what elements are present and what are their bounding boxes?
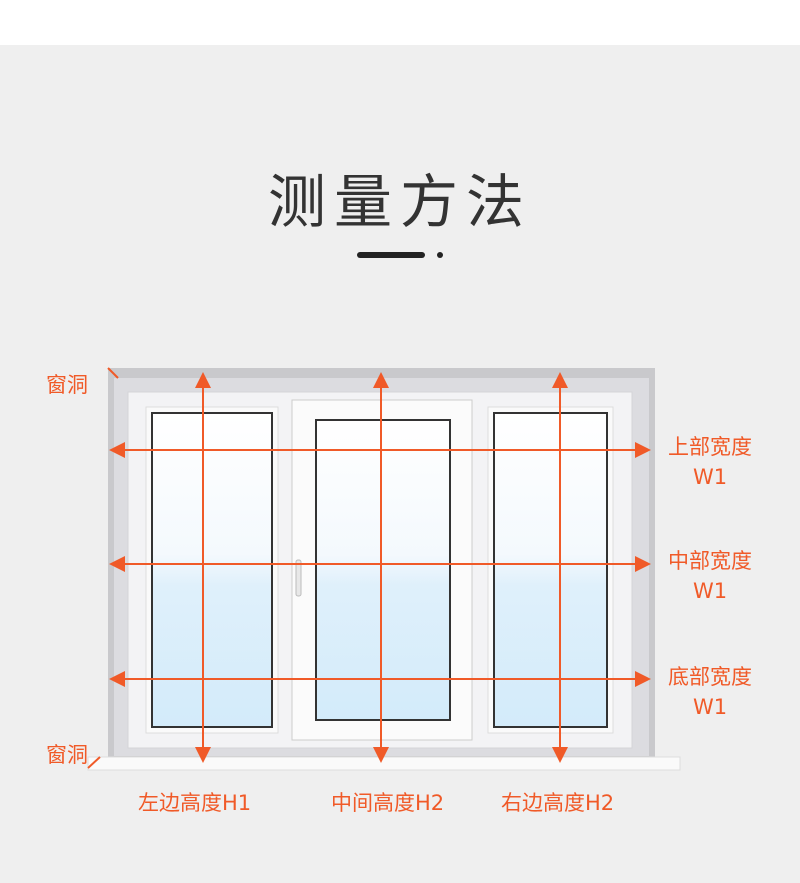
top-width-text: 上部宽度 <box>668 435 752 459</box>
window-handle <box>295 559 302 597</box>
top-width-code: W1 <box>692 465 728 489</box>
title-divider <box>357 252 425 258</box>
top-width-label: 上部宽度 W1 <box>655 432 765 492</box>
bottom-width-code: W1 <box>692 695 728 719</box>
mid-width-text: 中部宽度 <box>668 549 752 573</box>
bottom-width-text: 底部宽度 <box>668 665 752 689</box>
mid-width-label: 中部宽度 W1 <box>655 546 765 606</box>
window-sill <box>87 756 681 771</box>
page-title: 测量方法 <box>267 168 532 236</box>
center-height-label: 中间高度H2 <box>331 791 445 815</box>
middle-glass <box>315 419 451 721</box>
opening-bottom-label: 窗洞 <box>46 743 88 767</box>
opening-top-label: 窗洞 <box>46 373 88 397</box>
mid-width-code: W1 <box>692 579 728 603</box>
right-height-label: 右边高度H2 <box>501 791 615 815</box>
top-band <box>0 0 800 45</box>
bottom-width-label: 底部宽度 W1 <box>655 662 765 722</box>
left-height-label: 左边高度H1 <box>138 791 252 815</box>
title-divider-dot <box>437 252 443 258</box>
